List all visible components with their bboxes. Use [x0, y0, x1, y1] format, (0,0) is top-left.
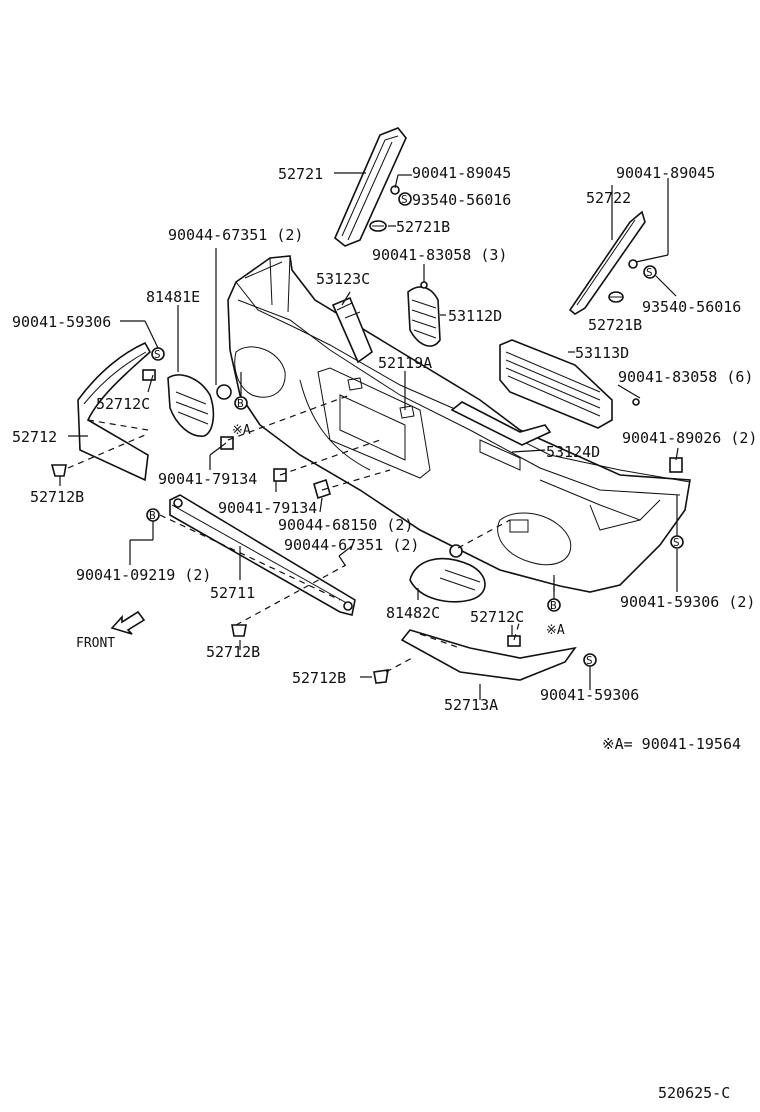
svg-text:S: S: [154, 348, 161, 361]
screw-89045-right: [628, 259, 638, 269]
fastener-mark-s-2: S: [643, 265, 657, 279]
leader-lines: [59, 172, 679, 700]
label-52712b-a: 52712B: [30, 488, 84, 506]
grille-53112d: [407, 281, 441, 347]
clip-52721b-left: [369, 220, 387, 232]
clip-a-footnote: ※A= 90041-19564: [602, 735, 741, 753]
label-90041-59306-c: 90041-59306: [540, 686, 639, 704]
clip-89026: [669, 457, 683, 473]
label-90044-68150: 90044-68150 (2): [278, 516, 413, 534]
label-90041-59306-b: 90041-59306 (2): [620, 593, 755, 611]
label-81482c: 81482C: [386, 604, 440, 622]
label-90041-89026: 90041-89026 (2): [622, 429, 757, 447]
label-52119a: 52119A: [378, 354, 432, 372]
clip-52712b-left: [50, 464, 67, 477]
bolt-68150: [313, 478, 331, 500]
molding-52722: [568, 210, 646, 315]
label-52711: 52711: [210, 584, 255, 602]
svg-text:S: S: [673, 536, 680, 549]
label-93540-56016-b: 93540-56016: [642, 298, 741, 316]
label-90044-67351-b: 90044-67351 (2): [284, 536, 419, 554]
label-52712b-b: 52712B: [206, 643, 260, 661]
fog-cover-81482c: [409, 557, 486, 603]
label-52712c-a: 52712C: [96, 395, 150, 413]
label-90041-83058-a: 90041-83058 (3): [372, 246, 507, 264]
molding-52713a: [400, 629, 577, 681]
label-52712: 52712: [12, 428, 57, 446]
fog-cover-81481e: [167, 374, 215, 437]
svg-text:S: S: [586, 654, 593, 667]
clip-52712c-right: [507, 635, 521, 647]
guide-lines: [67, 394, 555, 673]
nut-79134-a: [220, 436, 234, 450]
label-clip-a-right: ※A: [546, 623, 565, 638]
label-52721b-b: 52721B: [588, 316, 642, 334]
svg-text:B: B: [550, 599, 557, 612]
fastener-mark-s-3: S: [670, 535, 684, 549]
fastener-mark-b-2: B: [146, 508, 160, 522]
label-52722: 52722: [586, 189, 631, 207]
svg-text:B: B: [237, 397, 244, 410]
front-arrow-icon: [110, 610, 146, 635]
label-90041-09219: 90041-09219 (2): [76, 566, 211, 584]
label-52713a: 52713A: [444, 696, 498, 714]
clip-52712b-right: [373, 669, 389, 684]
clip-83058-right: [632, 398, 640, 406]
label-90041-89045-a: 90041-89045: [412, 164, 511, 182]
diagram-code: 520625-C: [658, 1084, 730, 1102]
grille-53113d: [499, 339, 613, 429]
svg-text:B: B: [149, 509, 156, 522]
label-90041-59306-a: 90041-59306: [12, 313, 111, 331]
svg-text:S: S: [646, 266, 653, 279]
label-90041-83058-b: 90041-83058 (6): [618, 368, 753, 386]
label-52721: 52721: [278, 165, 323, 183]
label-53124d: 53124D: [546, 443, 600, 461]
label-53112d: 53112D: [448, 307, 502, 325]
fastener-mark-s-1: S: [151, 347, 165, 361]
fastener-mark-b-3: B: [547, 598, 561, 612]
label-53113d: 53113D: [575, 344, 629, 362]
strip-53124d: [450, 401, 552, 446]
fastener-mark-s-5: S: [398, 192, 412, 206]
clip-52712c-left: [142, 369, 156, 381]
clip-52712b-lower: [231, 624, 247, 637]
label-53123c: 53123C: [316, 270, 370, 288]
front-bumper-cover: [227, 255, 691, 593]
molding-52712: [77, 341, 152, 482]
fastener-mark-b-1: B: [234, 396, 248, 410]
label-90041-79134-a: 90041-79134: [158, 470, 257, 488]
label-90041-89045-b: 90041-89045: [616, 164, 715, 182]
label-52712b-c: 52712B: [292, 669, 346, 687]
svg-text:S: S: [401, 193, 408, 206]
part-labels: 52721 90041-89045 93540-56016 52721B 900…: [12, 164, 757, 1102]
bolt-67351-left: [216, 384, 232, 400]
label-90041-79134-b: 90041-79134: [218, 499, 317, 517]
label-52721b-a: 52721B: [396, 218, 450, 236]
clip-52721b-right: [608, 291, 624, 303]
label-front: FRONT: [76, 636, 115, 651]
label-clip-a-left: ※A: [232, 423, 251, 438]
spoiler-52711: [169, 494, 356, 616]
fastener-mark-s-4: S: [583, 653, 597, 667]
label-52712c-b: 52712C: [470, 608, 524, 626]
molding-52721: [334, 127, 407, 247]
label-90044-67351-a: 90044-67351 (2): [168, 226, 303, 244]
label-81481e: 81481E: [146, 288, 200, 306]
label-93540-56016-a: 93540-56016: [412, 191, 511, 209]
